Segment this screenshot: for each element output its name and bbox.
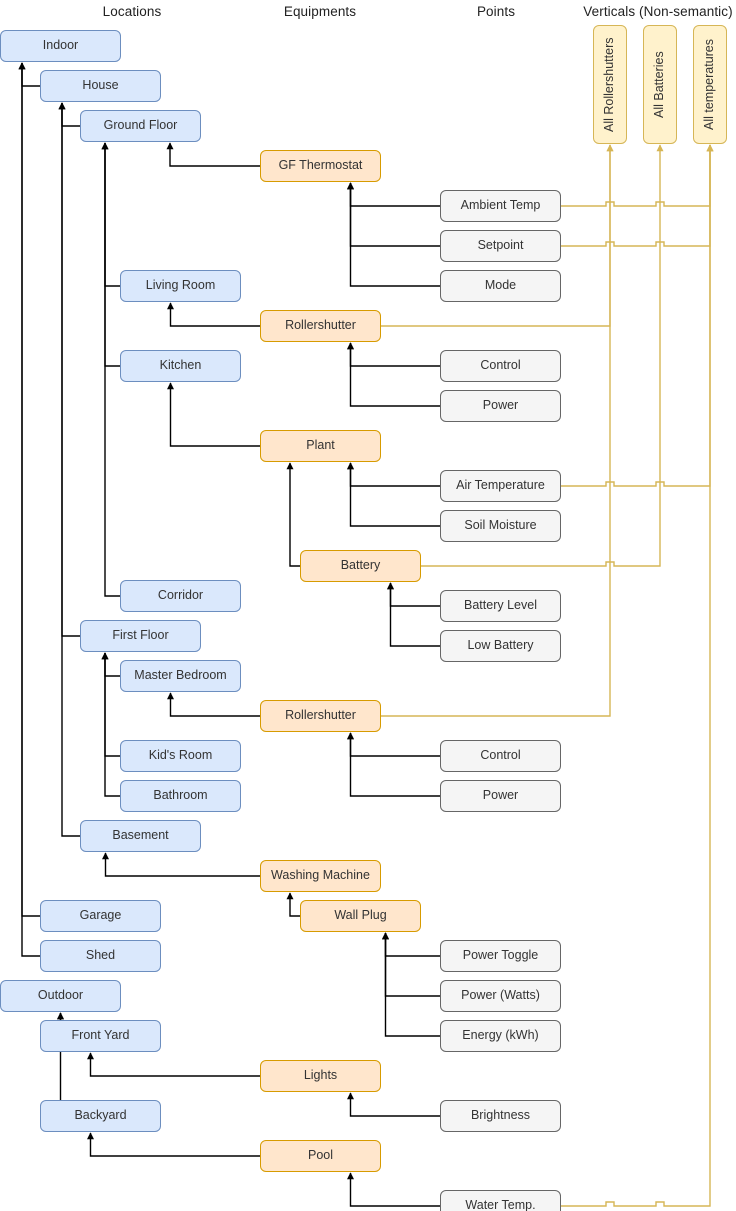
vertical-node-all-rollershutters[interactable]: All Rollershutters <box>593 25 627 144</box>
location-node-bathroom[interactable]: Bathroom <box>120 780 241 812</box>
location-node-kitchen[interactable]: Kitchen <box>120 350 241 382</box>
equipment-node-gf-thermostat[interactable]: GF Thermostat <box>260 150 381 182</box>
vertical-node-all-batteries[interactable]: All Batteries <box>643 25 677 144</box>
location-node-first-floor[interactable]: First Floor <box>80 620 201 652</box>
edge-battery-level-to-battery <box>387 582 440 607</box>
edge-setpoint-to-gf-thermostat <box>347 182 440 247</box>
equipment-node-lights[interactable]: Lights <box>260 1060 381 1092</box>
edge-pool-to-backyard <box>87 1132 260 1157</box>
vertical-edge-water-temp-to-all-temperatures <box>561 144 714 1207</box>
point-node-battery-level[interactable]: Battery Level <box>440 590 561 622</box>
equipment-node-battery[interactable]: Battery <box>300 550 421 582</box>
edge-kids-room-to-first-floor <box>101 652 120 757</box>
edge-gf-thermostat-to-ground-floor <box>166 142 260 167</box>
point-node-control-gf[interactable]: Control <box>440 350 561 382</box>
edge-soil-moisture-to-plant <box>347 462 440 527</box>
edge-rollershutter-gf-to-living-room <box>167 302 260 327</box>
column-header-h-verticals: Verticals (Non-semantic) <box>583 4 733 19</box>
edge-corridor-to-ground-floor <box>101 142 120 597</box>
edge-plant-to-kitchen <box>167 382 260 447</box>
column-header-h-locations: Locations <box>102 4 162 19</box>
location-node-indoor[interactable]: Indoor <box>0 30 121 62</box>
edge-power-watts-to-wall-plug <box>382 932 440 997</box>
edge-first-floor-to-house <box>58 102 80 637</box>
point-node-water-temp[interactable]: Water Temp. <box>440 1190 561 1211</box>
equipment-node-plant[interactable]: Plant <box>260 430 381 462</box>
edge-control-gf-to-rollershutter-gf <box>347 342 440 367</box>
location-node-outdoor[interactable]: Outdoor <box>0 980 121 1012</box>
edge-water-temp-to-pool <box>347 1172 440 1207</box>
location-node-shed[interactable]: Shed <box>40 940 161 972</box>
location-node-living-room[interactable]: Living Room <box>120 270 241 302</box>
location-node-garage[interactable]: Garage <box>40 900 161 932</box>
vertical-edge-ambient-temp-to-all-temperatures <box>561 144 714 207</box>
edge-power-toggle-to-wall-plug <box>382 932 440 957</box>
edge-lights-to-front-yard <box>87 1052 260 1077</box>
location-node-basement[interactable]: Basement <box>80 820 201 852</box>
edge-master-bedroom-to-first-floor <box>101 652 120 677</box>
edge-kitchen-to-ground-floor <box>101 142 120 367</box>
location-node-kids-room[interactable]: Kid's Room <box>120 740 241 772</box>
edge-living-room-to-ground-floor <box>101 142 120 287</box>
point-node-setpoint[interactable]: Setpoint <box>440 230 561 262</box>
location-node-corridor[interactable]: Corridor <box>120 580 241 612</box>
point-node-air-temperature[interactable]: Air Temperature <box>440 470 561 502</box>
equipment-node-washing-machine[interactable]: Washing Machine <box>260 860 381 892</box>
point-node-power-gf[interactable]: Power <box>440 390 561 422</box>
edge-battery-to-plant <box>286 462 300 567</box>
equipment-node-wall-plug[interactable]: Wall Plug <box>300 900 421 932</box>
edge-control-ff-to-rollershutter-ff <box>347 732 440 757</box>
location-node-master-bedroom[interactable]: Master Bedroom <box>120 660 241 692</box>
edge-power-gf-to-rollershutter-gf <box>347 342 440 407</box>
point-node-brightness[interactable]: Brightness <box>440 1100 561 1132</box>
point-node-power-toggle[interactable]: Power Toggle <box>440 940 561 972</box>
edge-power-ff-to-rollershutter-ff <box>347 732 440 797</box>
equipment-node-rollershutter-gf[interactable]: Rollershutter <box>260 310 381 342</box>
edge-air-temperature-to-plant <box>347 462 440 487</box>
edge-washing-machine-to-basement <box>102 852 260 877</box>
vertical-edge-setpoint-to-all-temperatures <box>561 144 714 247</box>
vertical-edge-air-temperature-to-all-temperatures <box>561 144 714 487</box>
edge-brightness-to-lights <box>347 1092 440 1117</box>
edge-garage-to-indoor <box>18 62 40 917</box>
point-node-mode[interactable]: Mode <box>440 270 561 302</box>
point-node-energy-kwh[interactable]: Energy (kWh) <box>440 1020 561 1052</box>
edge-shed-to-indoor <box>18 62 40 957</box>
edge-energy-kwh-to-wall-plug <box>382 932 440 1037</box>
edge-mode-to-gf-thermostat <box>347 182 440 287</box>
vertical-node-all-temperatures[interactable]: All temperatures <box>693 25 727 144</box>
edge-ambient-temp-to-gf-thermostat <box>347 182 440 207</box>
equipment-node-rollershutter-ff[interactable]: Rollershutter <box>260 700 381 732</box>
point-node-ambient-temp[interactable]: Ambient Temp <box>440 190 561 222</box>
edge-wall-plug-to-washing-machine <box>286 892 300 917</box>
point-node-low-battery[interactable]: Low Battery <box>440 630 561 662</box>
column-header-h-points: Points <box>476 4 516 19</box>
location-node-front-yard[interactable]: Front Yard <box>40 1020 161 1052</box>
edge-rollershutter-ff-to-master-bedroom <box>167 692 260 717</box>
edge-ground-floor-to-house <box>58 102 80 127</box>
edge-low-battery-to-battery <box>387 582 440 647</box>
equipment-node-pool[interactable]: Pool <box>260 1140 381 1172</box>
point-node-control-ff[interactable]: Control <box>440 740 561 772</box>
location-node-house[interactable]: House <box>40 70 161 102</box>
location-node-ground-floor[interactable]: Ground Floor <box>80 110 201 142</box>
point-node-power-ff[interactable]: Power <box>440 780 561 812</box>
location-node-backyard[interactable]: Backyard <box>40 1100 161 1132</box>
point-node-power-watts[interactable]: Power (Watts) <box>440 980 561 1012</box>
column-header-h-equipments: Equipments <box>283 4 357 19</box>
edge-house-to-indoor <box>18 62 40 87</box>
edge-basement-to-house <box>58 102 80 837</box>
point-node-soil-moisture[interactable]: Soil Moisture <box>440 510 561 542</box>
edge-bathroom-to-first-floor <box>101 652 120 797</box>
